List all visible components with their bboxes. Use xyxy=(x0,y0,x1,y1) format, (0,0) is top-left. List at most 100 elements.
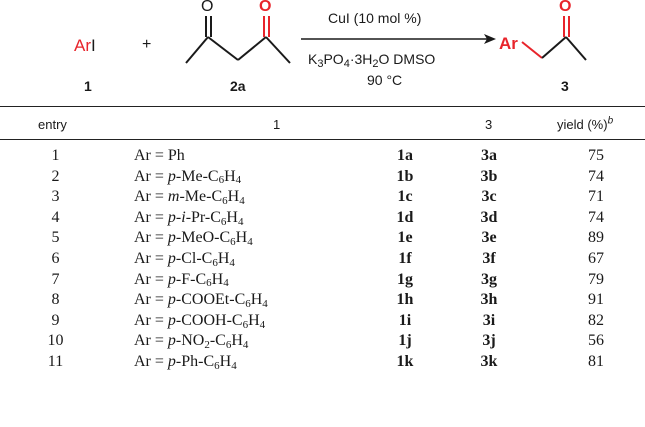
yield-cell: 91 xyxy=(588,291,604,309)
aryl-cell: Ar = p-i-Pr-C6H4 xyxy=(134,208,243,229)
condition-base-solvent: K3PO4·3H2O DMSO xyxy=(308,51,436,70)
aryl-segment: Ar = xyxy=(134,352,168,370)
aryl-segment: H xyxy=(248,311,260,329)
aryl-segment: -F-C xyxy=(175,270,207,288)
base-dot: · xyxy=(349,51,355,67)
base-o-dmso: O DMSO xyxy=(378,51,436,67)
substrate-cell: 1d xyxy=(396,208,414,226)
aryl-segment: 6 xyxy=(242,318,249,331)
yield-cell: 81 xyxy=(588,352,604,370)
yield-cell: 67 xyxy=(588,249,604,267)
aryl-segment: 6 xyxy=(206,277,212,290)
aryl-segment: 4 xyxy=(247,236,253,249)
aryl-segment: 6 xyxy=(230,236,236,249)
aryl-segment: 2 xyxy=(204,339,210,352)
base-sub-3: 3 xyxy=(317,57,324,70)
aryl-segment: Ar = xyxy=(134,291,168,309)
aryl-segment: -NO xyxy=(175,332,205,350)
aryl-segment: 6 xyxy=(218,174,225,187)
aryl-segment: 4 xyxy=(259,318,266,331)
aryl-segment: Ar = xyxy=(134,332,168,350)
aryl-segment: p xyxy=(167,249,176,267)
yield-cell: 71 xyxy=(588,188,604,206)
aryl-segment: H xyxy=(231,332,243,350)
substrate-cell: 1a xyxy=(397,147,413,164)
product-cell: 3k xyxy=(480,352,498,370)
header-yield-footnote: b xyxy=(607,115,614,127)
yield-cell: 74 xyxy=(588,208,604,226)
entry-cell: 1 xyxy=(51,147,60,164)
base-k: K xyxy=(308,51,318,67)
base-sub-2: 2 xyxy=(372,57,379,70)
header-entry: entry xyxy=(38,117,67,132)
product-cell: 3j xyxy=(482,332,496,350)
bond-methylene-carbonyl xyxy=(541,36,567,59)
entry-cell: 11 xyxy=(47,352,64,370)
bond-methylene-carbonyl2 xyxy=(237,36,267,61)
aryl-segment: Ar = xyxy=(134,311,168,329)
substrate-cell: 1j xyxy=(398,332,412,350)
aryl-segment: 4 xyxy=(231,359,237,372)
aryl-segment: 6 xyxy=(212,256,218,269)
entry-cell: 6 xyxy=(51,249,60,267)
header-yield-text: yield (%) xyxy=(557,117,608,132)
aryl-segment: -MeO-C xyxy=(175,229,231,247)
product-cell: 3i xyxy=(482,311,496,329)
entry-cell: 4 xyxy=(51,208,60,226)
aryl-segment: 4 xyxy=(239,194,245,207)
aryl-cell: Ar = p-Me-C6H4 xyxy=(134,167,241,188)
aryl-segment: 6 xyxy=(245,297,251,310)
acetylacetone-structure xyxy=(185,16,291,64)
aryl-segment: 4 xyxy=(235,174,242,187)
iodine-text: I xyxy=(91,36,96,55)
bond-methyl-carbonyl1 xyxy=(185,36,209,64)
substrate-cell: 1i xyxy=(398,311,412,329)
product-cell: 3d xyxy=(480,208,498,226)
aryl-cell: Ar = Ph xyxy=(134,146,185,167)
aryl-segment: Ar = xyxy=(134,208,168,226)
aryl-segment: Ar = xyxy=(134,167,168,185)
aryl-segment: H xyxy=(227,188,240,206)
aryl-segment: 4 xyxy=(242,339,249,352)
aryl-segment: p xyxy=(167,270,176,288)
aryl-segment: H xyxy=(217,249,230,267)
product-cell: 3a xyxy=(481,147,497,164)
header-yield: yield (%)b xyxy=(557,115,614,132)
condition-temperature: 90 °C xyxy=(367,72,403,88)
aryl-segment: Ar = xyxy=(134,249,168,267)
compound-label-2a: 2a xyxy=(230,78,246,94)
aryl-segment: H xyxy=(226,208,238,226)
aryl-segment: H xyxy=(235,229,248,247)
product-oxygen-atom: O xyxy=(559,0,572,15)
substrate-cell: 1g xyxy=(397,270,413,288)
substrate-cell: 1e xyxy=(397,229,413,247)
aryl-segment: p xyxy=(167,291,176,309)
aryl-segment: -Pr-C xyxy=(185,208,221,226)
entry-cell: 7 xyxy=(51,270,60,288)
aryl-cell: Ar = p-COOH-C6H4 xyxy=(134,311,265,332)
entry-cell: 10 xyxy=(47,332,64,350)
table-header-rule xyxy=(0,139,645,140)
reaction-arrow xyxy=(301,34,496,44)
aryl-segment: 4 xyxy=(262,297,268,310)
aryl-segment: 4 xyxy=(237,215,244,228)
product-cell: 3b xyxy=(480,167,498,185)
aryl-segment: H xyxy=(224,167,236,185)
entry-cell: 3 xyxy=(51,188,60,206)
bond-aryl-methylene xyxy=(521,41,543,59)
aryl-segment: 4 xyxy=(223,277,229,290)
aryl-segment: -COOEt-C xyxy=(175,291,246,309)
aryl-segment: -COOH-C xyxy=(175,311,243,329)
substrate-cell: 1h xyxy=(396,291,414,309)
entry-cell: 9 xyxy=(51,311,60,329)
header-product: 3 xyxy=(485,117,493,132)
base-3h: 3H xyxy=(354,51,373,67)
yield-cell: 56 xyxy=(588,332,604,350)
bond-carbonyl2-methyl xyxy=(265,36,291,64)
yield-cell: 82 xyxy=(588,311,604,329)
aryl-segment: 4 xyxy=(229,256,235,269)
